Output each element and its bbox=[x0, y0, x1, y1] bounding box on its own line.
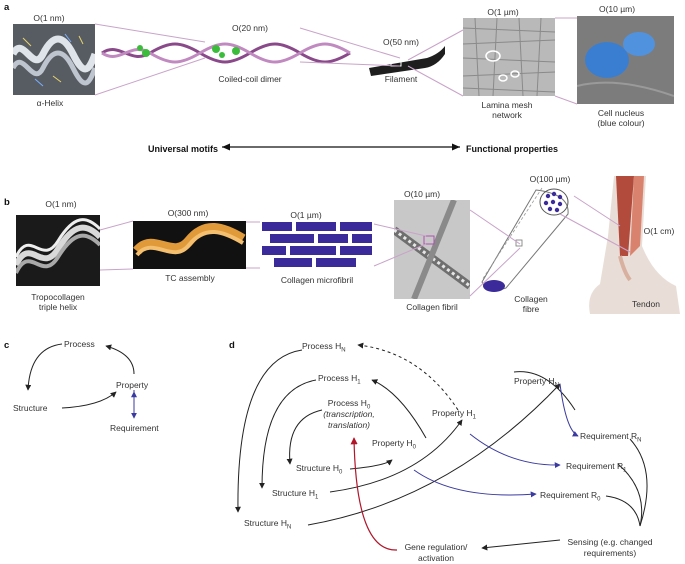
tropocollagen-image bbox=[16, 215, 100, 286]
alpha-helix-image bbox=[13, 24, 95, 95]
d-gene-regulation-line1: Gene regulation/ bbox=[404, 542, 468, 552]
d-process-hn: Process HN bbox=[302, 341, 346, 354]
tc-assembly-image bbox=[133, 221, 246, 269]
d-structure-h0: Structure H0 bbox=[296, 463, 343, 476]
d-structure-hn: Structure HN bbox=[244, 518, 292, 531]
scale-a-1nm: O(1 nm) bbox=[33, 13, 65, 23]
d-property-h1: Property H1 bbox=[432, 408, 476, 421]
panel-d-letter: d bbox=[229, 340, 235, 351]
label-nucleus-line1: Cell nucleus bbox=[597, 108, 645, 118]
d-requirement-r0: Requirement R0 bbox=[540, 490, 601, 503]
scale-a-10um: O(10 µm) bbox=[598, 4, 636, 14]
label-filament: Filament bbox=[384, 74, 418, 84]
c-structure: Structure bbox=[13, 403, 48, 413]
scale-a-50nm: O(50 nm) bbox=[383, 37, 419, 47]
scale-b-1um: O(1 µm) bbox=[290, 210, 322, 220]
label-tropocollagen-line2: triple helix bbox=[38, 302, 78, 312]
axis-universal-motifs: Universal motifs bbox=[148, 144, 219, 154]
scale-b-1nm: O(1 nm) bbox=[45, 199, 77, 209]
lamina-mesh-image bbox=[463, 18, 555, 96]
microfibril-image bbox=[260, 220, 374, 270]
d-gene-regulation-line2: activation bbox=[418, 553, 454, 563]
panel-a-letter: a bbox=[4, 2, 10, 13]
axis-functional-properties: Functional properties bbox=[466, 144, 559, 154]
c-property: Property bbox=[116, 380, 149, 390]
panel-b-letter: b bbox=[4, 197, 10, 208]
label-tendon: Tendon bbox=[632, 299, 660, 309]
d-property-h0: Property H0 bbox=[372, 438, 416, 451]
scale-b-1cm: O(1 cm) bbox=[643, 226, 675, 236]
d-process-h0-note1: (transcription, bbox=[323, 409, 375, 419]
panel-c-letter: c bbox=[4, 340, 10, 351]
coiled-coil-image bbox=[100, 33, 360, 73]
collagen-fibre-image bbox=[478, 184, 574, 296]
d-requirement-rn: Requirement RN bbox=[580, 431, 642, 444]
d-process-h0: Process H0 bbox=[327, 398, 371, 411]
scale-b-100um: O(100 µm) bbox=[529, 174, 571, 184]
d-sensing-line2: requirements) bbox=[583, 548, 637, 558]
d-requirement-r1: Requirement R1 bbox=[566, 461, 627, 474]
scale-a-1um: O(1 µm) bbox=[487, 7, 519, 17]
d-structure-h1: Structure H1 bbox=[272, 488, 319, 501]
scale-b-300nm: O(300 nm) bbox=[167, 208, 209, 218]
d-process-h1: Process H1 bbox=[318, 373, 361, 386]
c-process: Process bbox=[64, 339, 95, 349]
label-lamina-line2: network bbox=[492, 110, 522, 120]
tendon-image bbox=[584, 176, 682, 316]
d-process-h0-note2: translation) bbox=[327, 420, 371, 430]
collagen-fibril-image bbox=[394, 200, 470, 299]
label-lamina-line1: Lamina mesh bbox=[481, 100, 533, 110]
cell-nucleus-image bbox=[577, 16, 674, 104]
d-property-hn: Property HN bbox=[514, 376, 559, 389]
label-fibre-line2: fibre bbox=[522, 304, 540, 314]
label-alpha-helix: α-Helix bbox=[36, 98, 64, 108]
label-tropocollagen-line1: Tropocollagen bbox=[31, 292, 85, 302]
label-coiled-coil: Coiled-coil dimer bbox=[218, 74, 282, 84]
label-nucleus-line2: (blue colour) bbox=[597, 118, 645, 128]
label-microfibril: Collagen microfibril bbox=[280, 275, 354, 285]
scale-a-20nm: O(20 nm) bbox=[232, 23, 268, 33]
label-fibre-line1: Collagen bbox=[514, 294, 548, 304]
c-requirement: Requirement bbox=[110, 423, 159, 433]
panel-c-arrows bbox=[25, 343, 137, 419]
label-collagen-fibril: Collagen fibril bbox=[406, 302, 458, 312]
scale-b-10um: O(10 µm) bbox=[403, 189, 441, 199]
d-sensing-line1: Sensing (e.g. changed bbox=[567, 537, 653, 547]
label-tc-assembly: TC assembly bbox=[165, 273, 215, 283]
